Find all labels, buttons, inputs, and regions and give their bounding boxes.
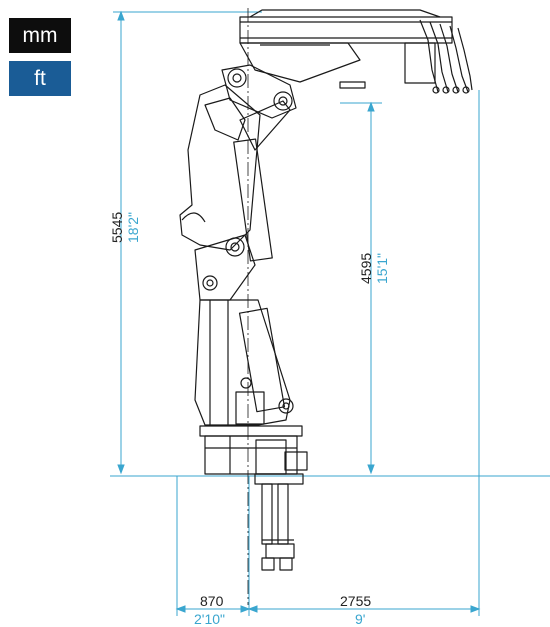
reach-ft-label: 9': [355, 611, 365, 627]
reach-mm-label: 2755: [340, 593, 371, 609]
unit-ft-button[interactable]: ft: [9, 61, 71, 96]
base-left-ft-label: 2'10": [194, 611, 225, 627]
dimension-lines: [110, 10, 550, 616]
boom-height-mm-label: 4595: [358, 253, 374, 284]
boom-height-ft-label: 15'1": [374, 253, 390, 284]
total-height-mm-label: 5545: [109, 212, 125, 243]
unit-mm-button[interactable]: mm: [9, 18, 71, 53]
base-left-mm-label: 870: [200, 593, 224, 609]
crane-outline: [179, 8, 473, 605]
total-height-ft-label: 18'2": [125, 212, 141, 243]
